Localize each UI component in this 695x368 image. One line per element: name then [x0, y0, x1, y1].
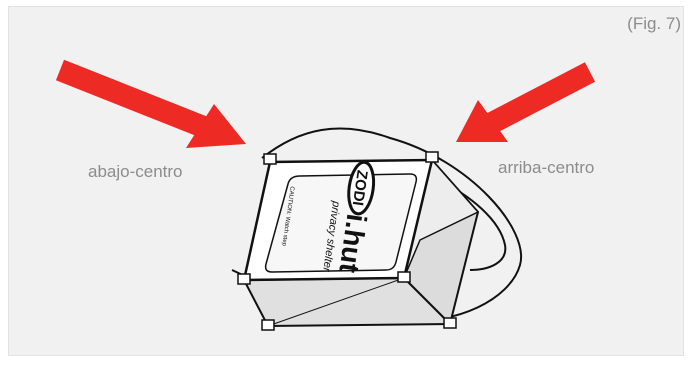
shelter-label-plate [264, 173, 418, 273]
corner-clip-mid [397, 271, 411, 283]
brand-logo-text: ZODI [349, 169, 371, 207]
right-direction-label: arriba-centro [498, 158, 595, 177]
corner-clip-top-left [263, 153, 277, 165]
figure-number-label: (Fig. 7) [627, 14, 681, 33]
arrow-left-icon [55, 59, 246, 148]
corner-clip-bottom-right [443, 317, 457, 329]
corner-clip-left [237, 273, 251, 285]
arrow-right-icon [456, 62, 596, 142]
swoop-curve-top [261, 127, 523, 322]
corner-clip-bottom-left [261, 319, 275, 331]
left-direction-label: abajo-centro [88, 162, 183, 181]
brand-oval [347, 160, 376, 216]
corner-clip-top-right [425, 151, 439, 163]
